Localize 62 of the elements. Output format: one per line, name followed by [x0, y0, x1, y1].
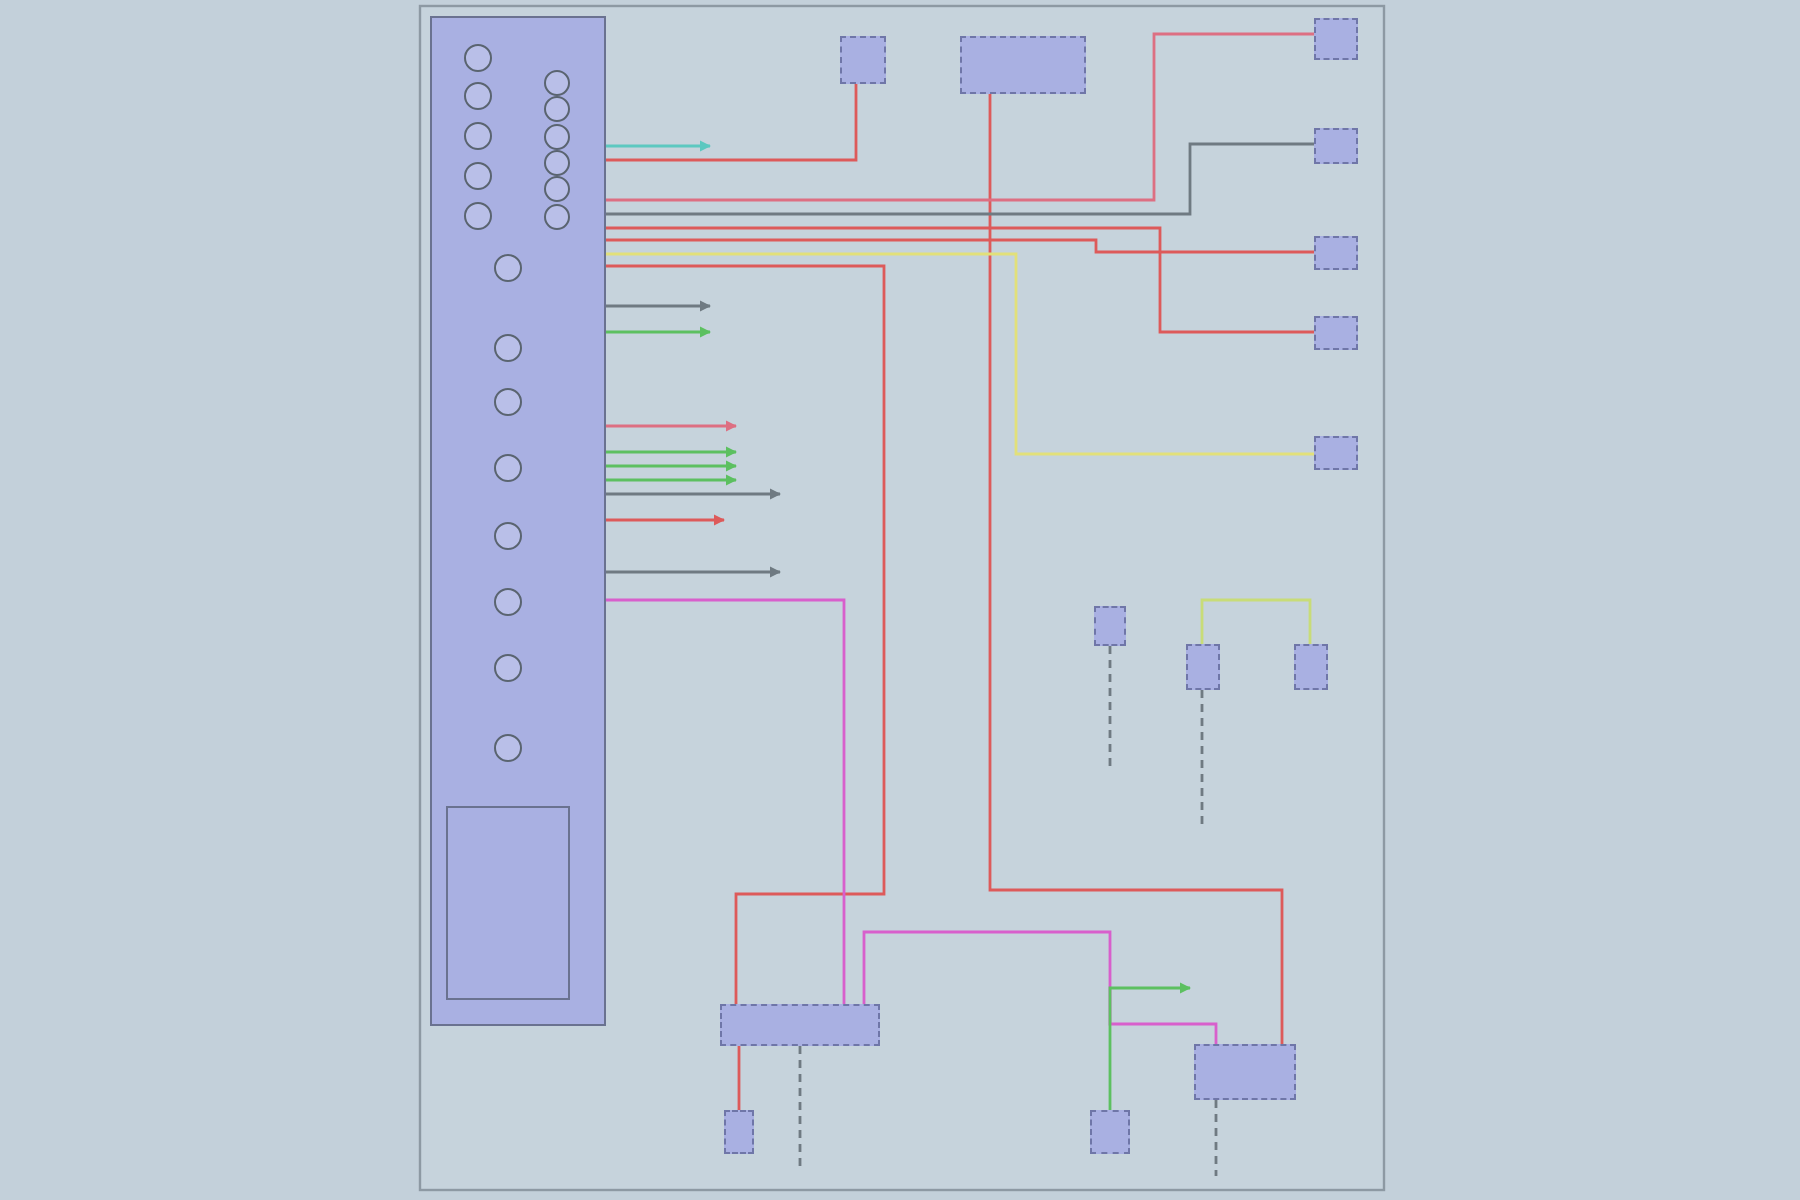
component-box	[1314, 236, 1358, 270]
component-box	[1094, 606, 1126, 646]
indicator-lamp	[494, 334, 522, 362]
component-box	[840, 36, 886, 84]
component-box	[1314, 18, 1358, 60]
wire	[1200, 598, 1312, 644]
wire	[737, 1046, 741, 1110]
component-box	[1314, 436, 1358, 470]
wire	[606, 140, 712, 152]
component-box	[720, 1004, 880, 1046]
wire	[1108, 646, 1112, 770]
component-box	[1294, 644, 1328, 690]
component-box	[1314, 316, 1358, 350]
component-box	[1090, 1110, 1130, 1154]
indicator-lamp	[544, 124, 570, 150]
gauge-module	[446, 806, 570, 1000]
wire	[606, 566, 782, 578]
wire	[606, 226, 1314, 334]
wire	[606, 252, 1314, 456]
indicator-lamp	[544, 96, 570, 122]
indicator-lamp	[544, 70, 570, 96]
indicator-lamp	[494, 734, 522, 762]
indicator-lamp	[464, 202, 492, 230]
wire	[606, 488, 782, 500]
component-box	[1194, 1044, 1296, 1100]
indicator-lamp	[494, 654, 522, 682]
wire	[1108, 982, 1192, 1110]
wire	[606, 238, 1314, 254]
indicator-lamp	[464, 82, 492, 110]
wire	[862, 930, 1218, 1044]
component-box	[1314, 128, 1358, 164]
wire	[606, 326, 712, 338]
wire	[606, 32, 1314, 202]
wire	[1214, 1100, 1218, 1176]
component-box	[960, 36, 1086, 94]
indicator-lamp	[494, 588, 522, 616]
indicator-lamp	[464, 162, 492, 190]
indicator-lamp	[494, 254, 522, 282]
indicator-lamp	[464, 122, 492, 150]
instrument-panel	[430, 16, 606, 1026]
wire	[606, 460, 738, 472]
wire	[988, 94, 1284, 1044]
indicator-lamp	[494, 522, 522, 550]
wire	[1200, 690, 1204, 826]
wire	[606, 514, 726, 526]
wire	[606, 264, 886, 1004]
wire	[798, 1046, 802, 1170]
indicator-lamp	[544, 176, 570, 202]
wire	[606, 84, 858, 162]
wire	[606, 446, 738, 458]
component-box	[724, 1110, 754, 1154]
indicator-lamp	[494, 388, 522, 416]
wire	[606, 300, 712, 312]
indicator-lamp	[544, 150, 570, 176]
wire	[606, 142, 1314, 216]
wire	[606, 474, 738, 486]
wire	[606, 420, 738, 432]
component-box	[1186, 644, 1220, 690]
indicator-lamp	[544, 204, 570, 230]
indicator-lamp	[494, 454, 522, 482]
indicator-lamp	[464, 44, 492, 72]
wire	[606, 598, 846, 1004]
